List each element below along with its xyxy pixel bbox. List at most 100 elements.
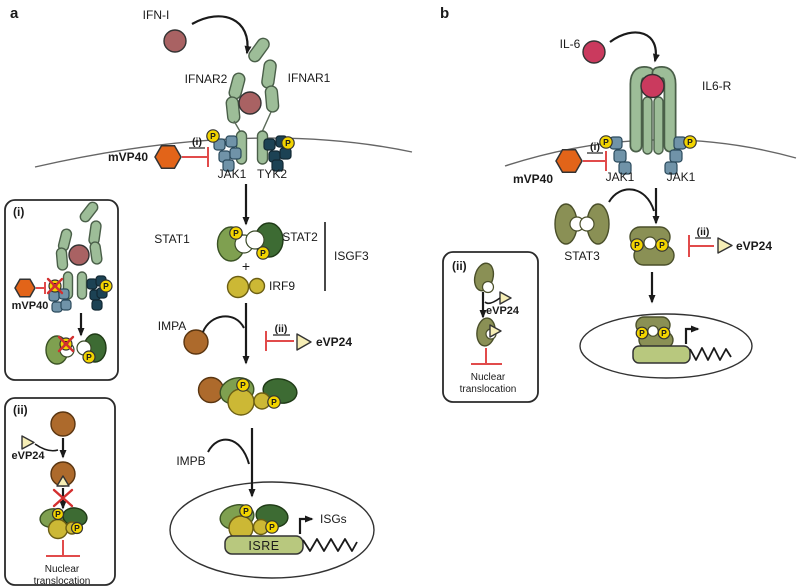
plus-sign: + (242, 258, 250, 274)
jak1-kinase (213, 135, 242, 172)
red-cross-import (52, 488, 74, 508)
blocked-text-line2-b: translocation (460, 384, 517, 395)
evp24-label-inset-b: eVP24 (486, 305, 520, 317)
il6-ligand (582, 40, 606, 64)
phospho-badge: P (99, 279, 113, 293)
impa-protein (183, 329, 209, 355)
stat1-label: STAT1 (154, 232, 190, 246)
panel-a: a IFN-I IFNAR2 IFNAR1 P (10, 5, 413, 579)
impa-evp24-bound (50, 461, 76, 487)
nuclear-isgf3-complex: P P (219, 504, 289, 541)
svg-text:P: P (271, 397, 277, 407)
inset-i-panel-a: (i) mVP40 P (4, 199, 119, 381)
impa-binding-arc (202, 315, 245, 333)
inset-stat3-free (473, 262, 495, 294)
evp24-binding-arc-b (484, 297, 501, 305)
panel-a-label: a (10, 5, 19, 22)
mvp40-label-a: mVP40 (108, 150, 148, 164)
tyk2-label: TYK2 (257, 167, 287, 181)
inset-i-label: (i) (13, 205, 24, 219)
il6-ligand-bound (640, 73, 665, 99)
il6-ligand-label: IL-6 (560, 37, 581, 51)
svg-text:P: P (240, 380, 246, 390)
isre-element (224, 535, 304, 555)
blocked-text-line1-b: Nuclear (471, 372, 506, 383)
blocked-text-line2-a: translocation (34, 576, 91, 587)
phospho-badge: P (229, 226, 243, 240)
mvp40-label-inset: mVP40 (12, 300, 49, 312)
svg-text:P: P (260, 248, 266, 258)
ligand-binding-arrow-b (609, 31, 660, 63)
svg-text:P: P (269, 522, 275, 532)
svg-text:P: P (634, 240, 640, 250)
ifn-ligand-label: IFN-I (143, 8, 170, 22)
svg-text:P: P (603, 137, 609, 147)
il6r-label: IL6-R (702, 79, 732, 93)
promoter-element-b (632, 345, 691, 364)
stat3-dimer: P P (629, 226, 675, 266)
inset-stat3-evp24-bound (476, 317, 502, 347)
svg-text:P: P (243, 506, 249, 516)
mvp40-inhibition-b (583, 151, 607, 171)
evp24-inhibition-a (265, 331, 294, 351)
dna-squiggle-b (689, 347, 732, 361)
mvp40-hexagon-b (555, 148, 583, 174)
red-cross-membrane (46, 277, 64, 295)
impb-label: IMPB (176, 454, 205, 468)
site-i-label-b: (i) (590, 141, 600, 153)
svg-text:P: P (210, 131, 216, 141)
phospho-badge: P (206, 129, 220, 143)
svg-text:P: P (661, 328, 667, 338)
blocked-text-line1-a: Nuclear (45, 564, 80, 575)
translocation-block-a (46, 540, 80, 557)
svg-text:P: P (639, 328, 645, 338)
ifn-ligand (163, 29, 187, 53)
inset-ii-label-b: (ii) (452, 259, 467, 273)
svg-text:P: P (103, 281, 109, 291)
jak1-label-b-left: JAK1 (606, 170, 635, 184)
svg-text:P: P (687, 137, 693, 147)
jak1-label-b-right: JAK1 (667, 170, 696, 184)
inset-ii-label: (ii) (13, 403, 28, 417)
site-i-label-a: (i) (192, 136, 202, 148)
transcription-arrow-a (298, 515, 314, 534)
il6-receptor-complex (629, 66, 677, 155)
phospho-badge: P (256, 246, 270, 260)
inset-jak1-kinase (48, 288, 72, 313)
jak1-kinase-left-b (609, 136, 632, 175)
svg-text:P: P (55, 509, 61, 519)
stat3-monomer-right (579, 203, 610, 245)
impa-free (50, 411, 76, 437)
inset-ii-panel-a: (ii) eVP24 P P Nuclear translocation (4, 397, 116, 587)
panel-b-label: b (440, 5, 449, 22)
translocation-block-b (471, 348, 502, 365)
site-ii-label-b: (ii) (697, 226, 710, 238)
mvp40-label-b: mVP40 (513, 172, 553, 186)
isgf3-label: ISGF3 (334, 249, 369, 263)
inset-ii-panel-b: (ii) eVP24 Nuclear translocation (442, 251, 539, 403)
mvp40-hexagon-a (154, 144, 182, 170)
mvp40-inhibition-a (182, 147, 209, 167)
phospho-badge: P (683, 135, 697, 149)
phospho-badge: P (82, 350, 96, 364)
svg-text:P: P (74, 523, 80, 533)
stat3-recruitment-arc (608, 188, 655, 212)
evp24-triangle-a (296, 333, 312, 351)
stat3-label: STAT3 (564, 249, 600, 263)
mvp40-inhibition-inset (36, 282, 46, 294)
isgf3-impa-complex: P P (197, 376, 298, 416)
evp24-inhibition-b (688, 235, 714, 257)
evp24-triangle-b (717, 237, 733, 254)
svg-text:P: P (659, 240, 665, 250)
mvp40-hexagon-inset (14, 278, 36, 298)
ligand-binding-arrow-a (191, 15, 252, 55)
isgs-label: ISGs (320, 512, 347, 526)
impa-label: IMPA (158, 319, 186, 333)
ifnar1-label: IFNAR1 (288, 71, 331, 85)
svg-text:P: P (285, 138, 291, 148)
site-ii-label-a: (ii) (275, 323, 288, 335)
phospho-badge: P (599, 135, 613, 149)
jak1-label-a: JAK1 (218, 167, 247, 181)
